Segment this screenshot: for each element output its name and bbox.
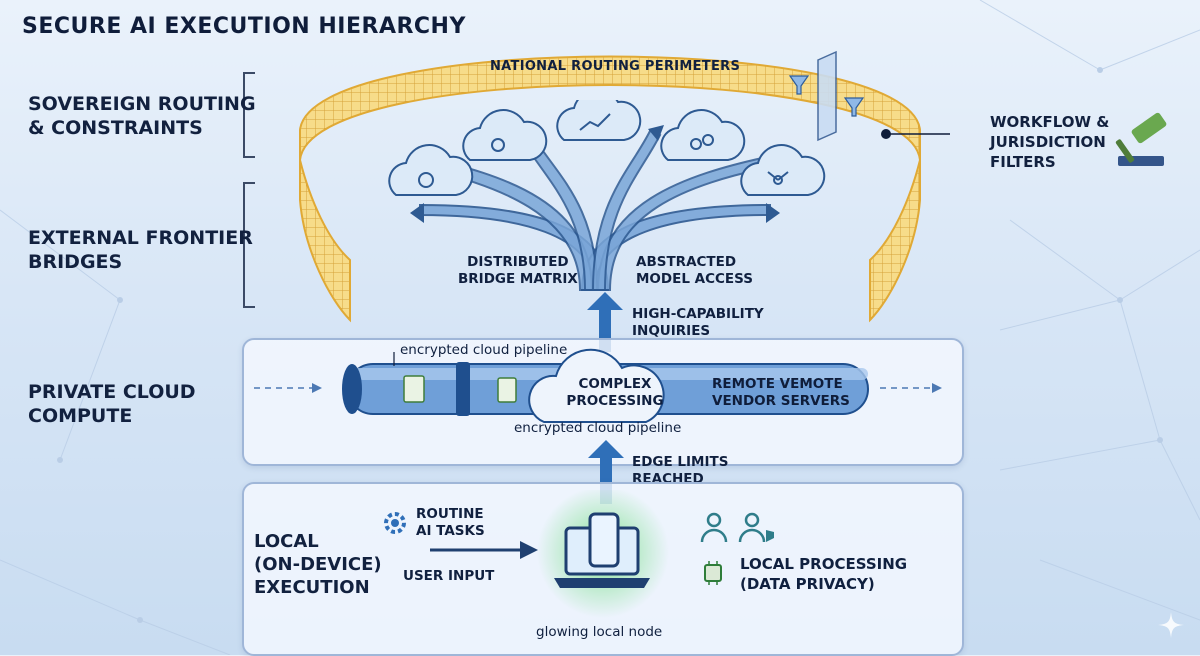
cloud-icon — [740, 144, 826, 196]
frontier-model-clouds — [388, 100, 826, 196]
user-input-label: USER INPUT — [403, 568, 495, 584]
pipeline-label-top: encrypted cloud pipeline — [400, 342, 568, 358]
cloud-icon — [660, 109, 746, 161]
document-icon — [497, 377, 517, 403]
tier-label-local: LOCAL(ON-DEVICE)EXECUTION — [254, 531, 382, 598]
input-arrow — [430, 541, 538, 559]
funnel-icon — [788, 75, 810, 95]
cloud-icon — [556, 100, 642, 141]
funnel-icon — [843, 97, 865, 117]
gear-icon — [384, 512, 406, 534]
tier-label-sovereign: SOVEREIGN ROUTING& CONSTRAINTS — [28, 93, 256, 139]
users-icon — [700, 512, 774, 543]
gavel-icon — [1115, 112, 1167, 166]
cloud-pipeline — [254, 348, 942, 423]
document-icon — [403, 375, 425, 403]
bracket-sovereign — [243, 72, 255, 158]
processing-cloud-icon — [528, 348, 665, 423]
chip-icon — [704, 561, 722, 585]
routing-perimeter-ring — [299, 50, 950, 323]
sparkle-icon — [1158, 612, 1184, 638]
pipeline-label-bottom: encrypted cloud pipeline — [514, 420, 682, 436]
filters-label: WORKFLOW & JURISDICTION FILTERS — [990, 113, 1110, 171]
local-node-device — [537, 490, 669, 618]
bracket-bridges — [243, 182, 255, 308]
filter-pane — [817, 50, 837, 142]
node-label: glowing local node — [536, 624, 663, 640]
perimeter-label: NATIONAL ROUTING PERIMETERS — [490, 59, 741, 74]
cloud-icon — [462, 109, 548, 161]
page-title: SECURE AI EXECUTION HIERARCHY — [22, 14, 466, 39]
cloud-icon — [388, 144, 474, 196]
local-processing-label: LOCAL PROCESSING(DATA PRIVACY) — [740, 555, 908, 593]
